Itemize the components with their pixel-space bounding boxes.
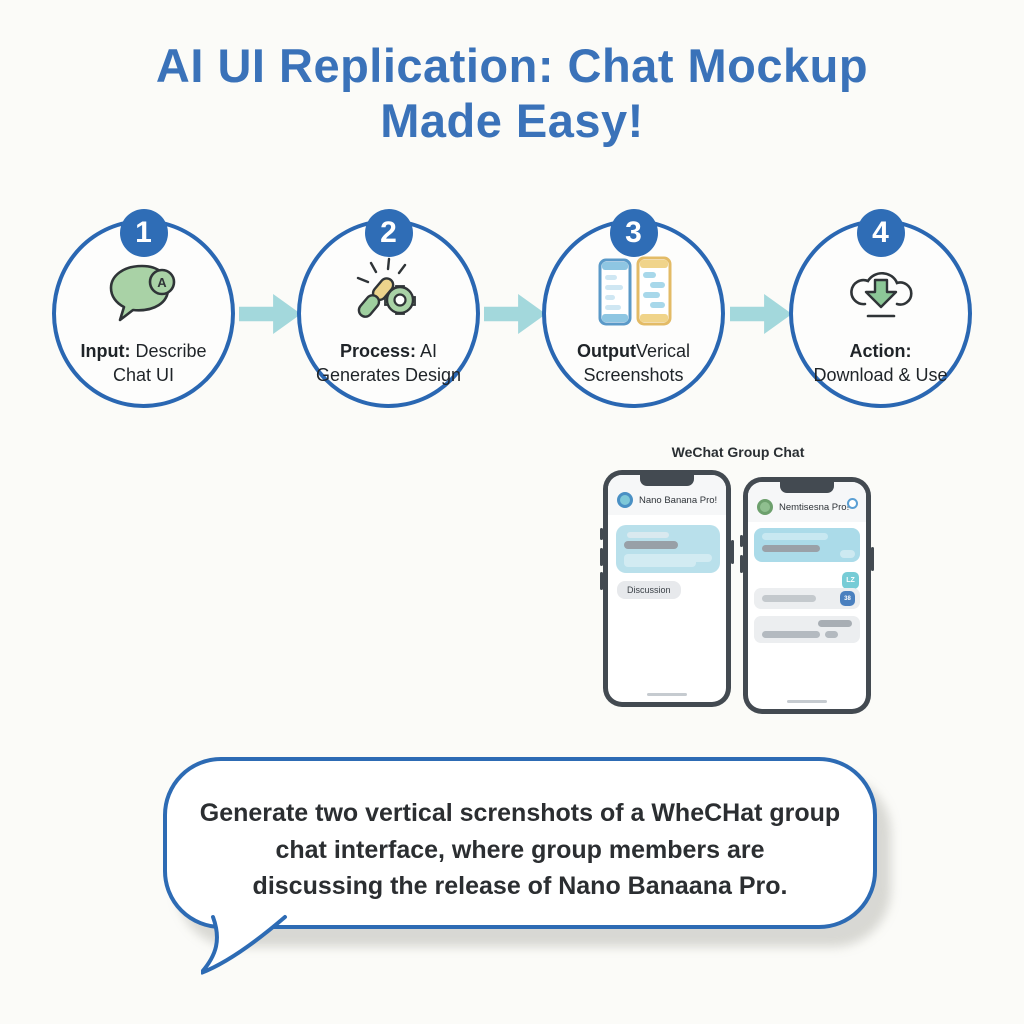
- chat-line-placeholder: [686, 554, 712, 562]
- step-1-label-rest: Describe: [130, 341, 207, 362]
- phone-2-avatar: [757, 499, 773, 515]
- page-title-line2: Made Easy!: [380, 94, 644, 148]
- chat-bubble-a-icon: A: [104, 250, 184, 334]
- chat-line-placeholder: [818, 620, 852, 627]
- phone-screenshots-icon: [592, 250, 676, 334]
- phone-1-side-button: [731, 540, 734, 564]
- phone-1-side-button: [600, 548, 603, 566]
- phone-2-blue-badge: 38: [840, 591, 855, 606]
- phone-1-home-indicator: [647, 693, 687, 696]
- step-3-label-line2: Screenshots: [583, 364, 684, 385]
- step-2-label: Process: AI Generates Design: [316, 340, 461, 386]
- phone-mockup-1: Nano Banana Pro! Discussion: [600, 470, 734, 707]
- step-1-label-bold: Input:: [80, 341, 131, 362]
- phone-2-side-button: [740, 555, 743, 573]
- phone-2-side-button: [740, 535, 743, 547]
- phone-2-chat-card-gray-2: [754, 616, 860, 643]
- magic-wand-gear-icon: [348, 250, 430, 334]
- chat-line-placeholder: [627, 532, 669, 538]
- phone-2-chat-title: Nemtisesna Pro!: [779, 501, 850, 513]
- phone-1-chat-title: Nano Banana Pro!: [639, 494, 718, 506]
- chat-line-placeholder: [840, 550, 855, 558]
- step-2-label-line2: Generates Design: [315, 364, 462, 385]
- step-1-label-line2: Chat UI: [112, 364, 174, 385]
- chat-line-placeholder: [762, 631, 820, 638]
- flow-arrow-2: [484, 294, 546, 334]
- step-4-label-line2: Download & Use: [813, 364, 948, 385]
- chat-line-placeholder: [624, 554, 696, 567]
- phone-2-side-button: [871, 547, 874, 571]
- step-4-label-bold: Action:: [849, 341, 912, 362]
- prompt-text-line3: discussing the release of Nano Banaana P…: [252, 872, 788, 900]
- prompt-speech-bubble: Generate two vertical screnshots of a Wh…: [163, 757, 877, 975]
- cloud-download-icon: [841, 250, 921, 334]
- phone-2-screen: Nemtisesna Pro! LZ 38: [748, 482, 866, 709]
- step-2-label-bold: Process:: [339, 341, 417, 362]
- phone-1-side-button: [600, 572, 603, 590]
- phone-2-chat-card-gray-1: 38: [754, 588, 860, 609]
- phone-1-screen: Nano Banana Pro! Discussion: [608, 475, 726, 702]
- svg-text:A: A: [157, 275, 167, 290]
- step-3-label-rest: Verical: [635, 341, 690, 362]
- phone-2-header-circle-icon: [847, 498, 858, 509]
- chat-line-placeholder: [825, 631, 838, 638]
- phone-2-teal-badge: LZ: [842, 572, 859, 589]
- phone-1-avatar: [617, 492, 633, 508]
- phone-mockup-2: Nemtisesna Pro! LZ 38: [740, 477, 874, 714]
- flow-arrow-1: [239, 294, 301, 334]
- step-4-circle: 4 Action: Download & Use: [789, 209, 972, 408]
- step-4-label: Action: Download & Use: [813, 340, 947, 386]
- step-2-number-badge: 2: [364, 209, 413, 257]
- step-3-circle: 3 OutputVerical Screenshots: [542, 209, 725, 408]
- phone-2-home-indicator: [787, 700, 827, 703]
- phone-1-notch: [640, 475, 694, 486]
- phone-1-chat-card: [616, 525, 720, 573]
- phone-1-side-button: [600, 528, 603, 540]
- step-2-label-rest: AI: [416, 341, 438, 362]
- phone-1-discussion-tag: Discussion: [617, 581, 681, 599]
- prompt-text-line1: Generate two vertical screnshots of a Wh…: [199, 799, 841, 827]
- mockup-caption: WeChat Group Chat: [671, 444, 805, 460]
- chat-line-placeholder: [762, 595, 816, 602]
- phone-2-chat-card-blue: [754, 528, 860, 562]
- step-3-number-badge: 3: [609, 209, 658, 257]
- page-title-line1: AI UI Replication: Chat Mockup: [155, 39, 869, 92]
- chat-line-placeholder: [624, 541, 678, 549]
- prompt-text-line2: chat interface, where group members are: [275, 835, 765, 864]
- speech-bubble-tail: [201, 913, 287, 975]
- phone-2-notch: [780, 482, 834, 493]
- chat-line-placeholder: [762, 533, 828, 540]
- step-1-circle: 1 A Input: Describe Chat UI: [52, 209, 235, 408]
- step-1-label: Input: Describe Chat UI: [80, 340, 206, 386]
- step-1-number-badge: 1: [119, 209, 168, 257]
- page-title: AI UI Replication: Chat Mockup Made Easy…: [0, 38, 1024, 149]
- flow-arrow-3: [730, 294, 792, 334]
- prompt-text: Generate two vertical screnshots of a Wh…: [167, 761, 873, 905]
- chat-line-placeholder: [762, 545, 820, 552]
- step-3-label: OutputVerical Screenshots: [577, 340, 690, 386]
- step-2-circle: 2 Process: AI Generates Design: [297, 209, 480, 408]
- step-3-label-bold: Output: [576, 341, 636, 362]
- step-4-number-badge: 4: [856, 209, 905, 257]
